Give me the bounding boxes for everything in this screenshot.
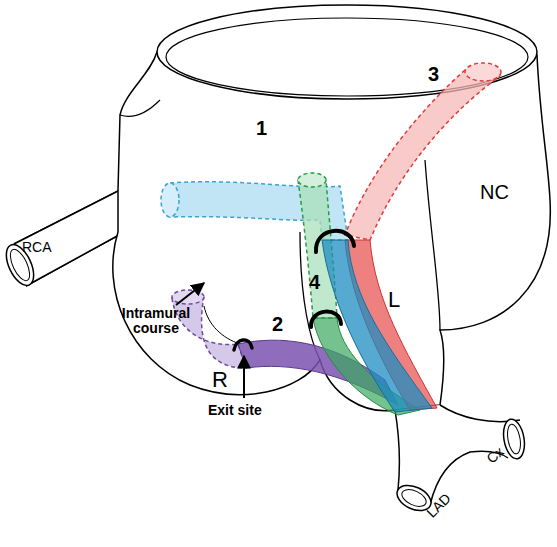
sinus-label: L: [388, 288, 408, 311]
lad-lumen: [399, 486, 428, 510]
ostium-arc: [316, 231, 354, 252]
callout-text: Exit site: [208, 403, 288, 418]
vessel-label: RCA: [22, 240, 66, 255]
cx-lumen: [505, 423, 522, 455]
course-1-origin: [161, 183, 179, 217]
callout-arrow: [243, 356, 245, 398]
course-1-epicardial: [322, 240, 432, 412]
callout-number: 4: [309, 272, 329, 293]
course-2-origin: [172, 290, 204, 304]
callout-number: 3: [428, 64, 448, 85]
callout-number: 1: [256, 118, 276, 139]
commissure-line: [425, 160, 440, 330]
ostium-arc: [311, 312, 341, 327]
sinus-label: NC: [480, 182, 520, 203]
callout-number: 2: [272, 314, 292, 335]
callout-arrow: [176, 283, 204, 305]
course-4-origin: [298, 173, 326, 187]
course-3-intramural: [345, 70, 500, 240]
course-3-origin: [465, 63, 501, 81]
exit-site-arc: [234, 340, 252, 350]
sinotubular-line: [120, 100, 160, 116]
sinus-label: R: [212, 368, 232, 391]
callout-text: Intramural course: [108, 306, 204, 335]
intramural-wall-line: [204, 306, 240, 344]
